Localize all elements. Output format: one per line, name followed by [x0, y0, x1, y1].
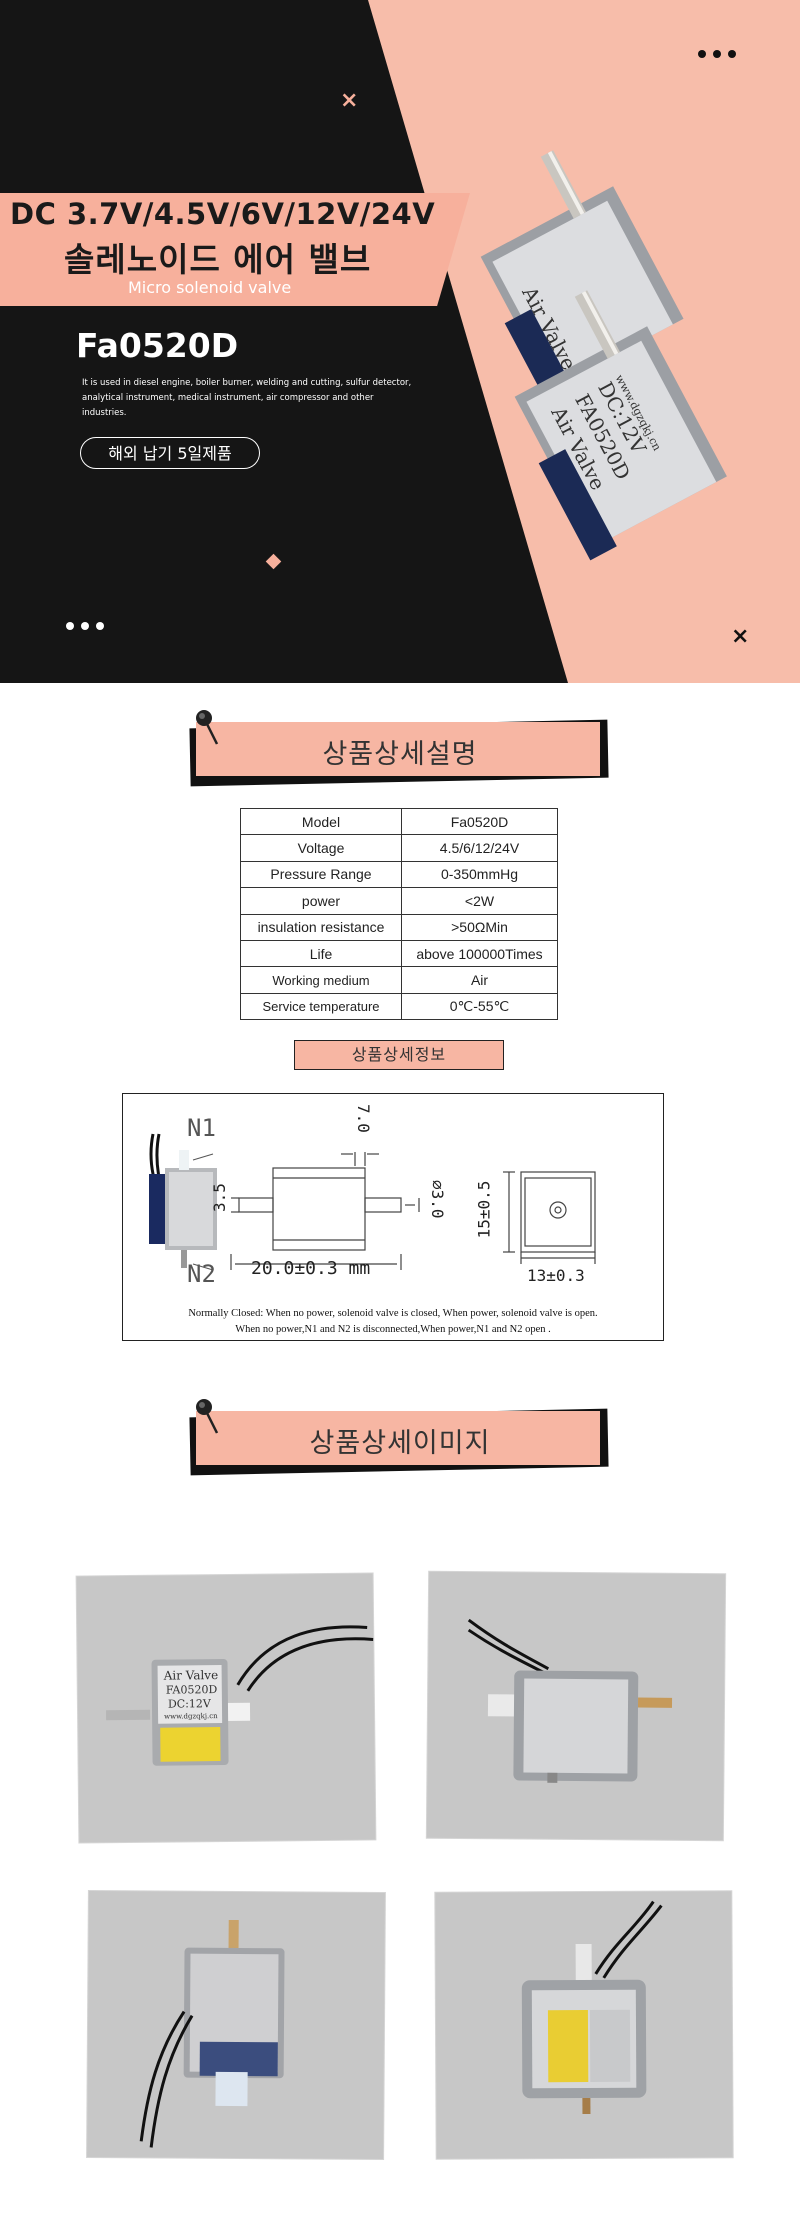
section-title: 상품상세이미지	[309, 1428, 491, 1459]
hero-title-korean: 솔레노이드 에어 밸브	[64, 240, 372, 279]
spec-value: Air	[401, 966, 558, 994]
hero-dark-panel: Air Valve Air Valve FA0520D DC:12V www.d…	[0, 0, 727, 683]
front-view	[230, 1152, 420, 1270]
svg-text:FA0520D: FA0520D	[166, 1683, 218, 1697]
spec-value: Fa0520D	[401, 807, 558, 836]
spec-value: above 100000Times	[401, 939, 558, 968]
spec-label: Voltage	[240, 834, 402, 862]
valve-image	[521, 1900, 663, 2115]
section-title: 상품상세설명	[322, 739, 478, 770]
product-photo-4	[435, 1891, 733, 2159]
note-line: Normally Closed: When no power, solenoid…	[188, 1308, 598, 1319]
detail-info-label: 상품상세정보	[294, 1040, 504, 1070]
hero-title-voltages: DC 3.7V/4.5V/6V/12V/24V	[10, 197, 436, 231]
hero-product-image: Air Valve Air Valve FA0520D DC:12V www.d…	[480, 150, 727, 561]
dimension-left: 3.5	[209, 1183, 229, 1212]
svg-text:www.dgzqkj.cn: www.dgzqkj.cn	[164, 1712, 218, 1721]
valve-image: Air Valve FA0520D DC:12V www.dgzqkj.cn	[106, 1625, 374, 1766]
dimension-diagram: N1 N2 20.0±0.3 mm 7.0 3.5 ∅3.0 15±0.5 13…	[122, 1093, 664, 1341]
dimension-drawing	[149, 1133, 596, 1271]
section-header-images: 상품상세이미지	[189, 1399, 610, 1476]
decor-x-icon: ×	[340, 88, 359, 113]
hero-description-line: analytical instrument, medical instrumen…	[82, 393, 374, 418]
spec-label: Model	[240, 807, 402, 836]
pushpin-icon	[196, 710, 219, 745]
dimension-height: 15±0.5	[474, 1180, 494, 1239]
spec-value: <2W	[401, 887, 558, 915]
port-label-n1: N1	[187, 1114, 216, 1142]
product-photo-3	[87, 1890, 385, 2160]
spec-value: >50ΩMin	[401, 913, 558, 941]
svg-text:Air Valve: Air Valve	[163, 1668, 219, 1683]
table-row: power<2W	[240, 887, 558, 915]
hero-subtitle: Micro solenoid valve	[128, 278, 292, 297]
decor-dots-icon	[66, 622, 104, 630]
spec-value: 0-350mmHg	[401, 860, 558, 889]
side-view	[503, 1171, 596, 1264]
spec-label: Life	[240, 939, 402, 968]
hero-model: Fa0520D	[76, 326, 239, 365]
spec-value: 4.5/6/12/24V	[401, 834, 558, 862]
product-photo-2	[426, 1571, 726, 1841]
section-header-details: 상품상세설명	[189, 710, 610, 787]
dimension-side: 13±0.3	[527, 1266, 585, 1285]
dimension-width: 20.0±0.3 mm	[251, 1258, 371, 1279]
port-label-n2: N2	[187, 1260, 216, 1288]
menu-dots-icon[interactable]	[698, 50, 736, 58]
spec-label: Pressure Range	[240, 860, 402, 889]
spec-label: Service temperature	[240, 992, 402, 1021]
table-row: insulation resistance>50ΩMin	[240, 913, 558, 941]
spec-label: Working medium	[240, 966, 402, 994]
valve-photo-side	[149, 1133, 217, 1271]
product-photo-1: Air Valve FA0520D DC:12V www.dgzqkj.cn	[76, 1573, 376, 1843]
hero-banner: Air Valve Air Valve FA0520D DC:12V www.d…	[0, 0, 800, 683]
valve-image	[139, 1919, 285, 2148]
diagram-note: Normally Closed: When no power, solenoid…	[123, 1306, 663, 1338]
pushpin-icon	[196, 1399, 219, 1434]
dimension-top: 7.0	[354, 1104, 373, 1133]
valve-image	[467, 1618, 673, 1783]
delivery-badge: 해외 납기 5일제품	[80, 437, 260, 469]
svg-text:DC:12V: DC:12V	[168, 1697, 212, 1710]
note-line: When no power,N1 and N2 is disconnected,…	[235, 1324, 551, 1335]
hero-description-line: It is used in diesel engine, boiler burn…	[82, 378, 412, 388]
spec-label: insulation resistance	[240, 913, 402, 941]
hero-description: It is used in diesel engine, boiler burn…	[82, 376, 412, 421]
spec-value: 0℃-55℃	[401, 992, 558, 1021]
spec-label: power	[240, 887, 402, 915]
close-icon[interactable]: ×	[731, 624, 750, 649]
dimension-pipe: ∅3.0	[428, 1180, 447, 1219]
title-band	[0, 193, 470, 306]
